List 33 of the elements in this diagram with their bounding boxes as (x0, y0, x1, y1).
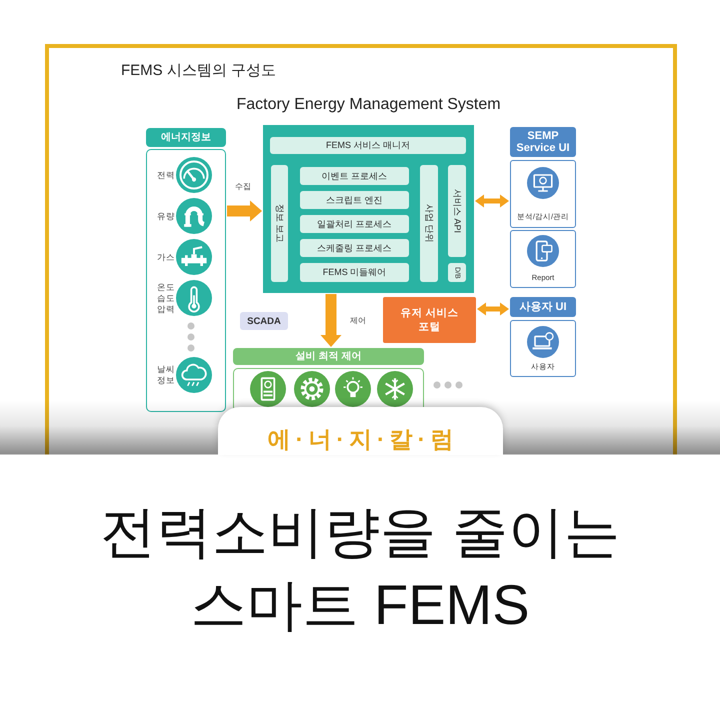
module-box: 스크립트 엔진 (300, 191, 409, 209)
portal-box: 유저 서비스 포털 (383, 297, 476, 343)
module-box: 서비스 API (448, 165, 466, 257)
sensor-label: 유량 (157, 211, 175, 222)
edge-label: 제어 (349, 316, 367, 326)
arrow (320, 294, 342, 347)
panel-header: 에너지정보 (146, 128, 226, 147)
arrow (227, 200, 262, 222)
sensor-label: 전력 (157, 170, 175, 181)
edge-label: 수집 (234, 182, 252, 192)
panel-header: 설비 최적 제어 (233, 348, 424, 365)
sensor-label: 가스 (157, 252, 175, 263)
module-box: FEMS 미들웨어 (300, 263, 409, 282)
diagram-title: FEMS 시스템의 구성도 (121, 62, 276, 80)
category-tab: 에·너·지·칼·럼 (218, 407, 503, 455)
module-box: 일괄처리 프로세스 (300, 215, 409, 233)
arrow (477, 302, 509, 316)
header-box: SEMP Service UI (510, 127, 576, 157)
sensor-label: 날씨 정보 (156, 364, 176, 386)
module-box: 이벤트 프로세스 (300, 167, 409, 185)
ui-box (510, 160, 576, 228)
arrow (475, 194, 509, 208)
system-title: Factory Energy Management System (236, 95, 501, 115)
system-tag: SCADA (240, 312, 288, 330)
module-box: 정보 보고 (271, 165, 288, 282)
module-box: 스케줄링 프로세스 (300, 239, 409, 257)
headline: 전력소비량을 줄이는 스마트 FEMS (99, 499, 621, 638)
ui-box (510, 230, 576, 288)
header-box: 사용자 UI (510, 297, 576, 317)
module-box: FEMS 서비스 매니저 (270, 137, 466, 154)
sensor-label: 온도 습도 압력 (156, 282, 176, 315)
module-box: 사업 단위 (420, 165, 438, 282)
ui-box (510, 320, 576, 377)
